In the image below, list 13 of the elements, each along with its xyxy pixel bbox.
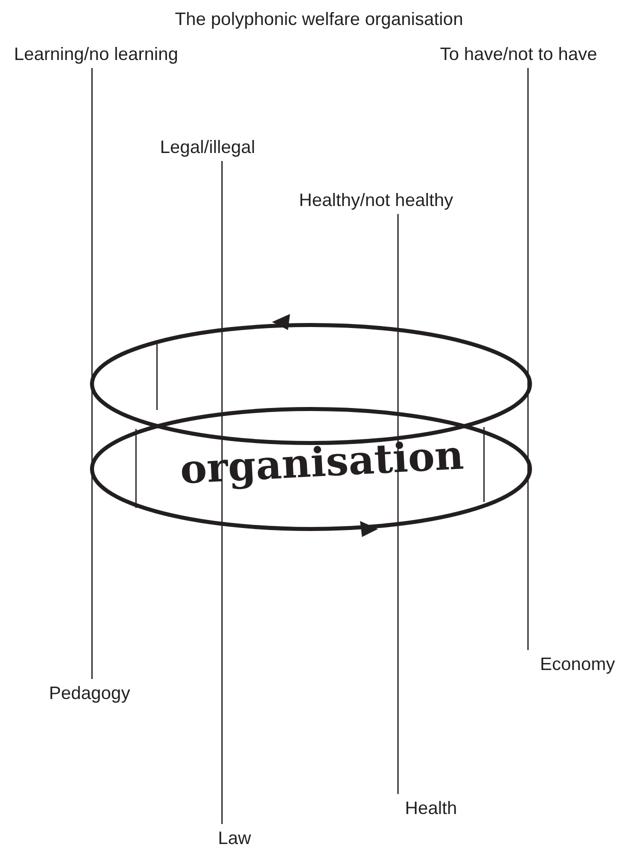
connector-line	[221, 161, 223, 824]
code-label: Legal/illegal	[160, 136, 256, 158]
system-label: Economy	[540, 653, 616, 675]
code-label: Healthy/not healthy	[299, 189, 454, 211]
code-label: To have/not to have	[440, 43, 598, 65]
system-label: Law	[218, 827, 252, 849]
connector-line	[527, 68, 529, 650]
code-label: Learning/no learning	[14, 43, 178, 65]
system-label: Health	[405, 797, 458, 819]
title: The polyphonic welfare organisation	[174, 8, 464, 30]
connector-line	[91, 68, 93, 679]
connector-line	[397, 214, 399, 794]
system-label: Pedagogy	[49, 682, 130, 704]
